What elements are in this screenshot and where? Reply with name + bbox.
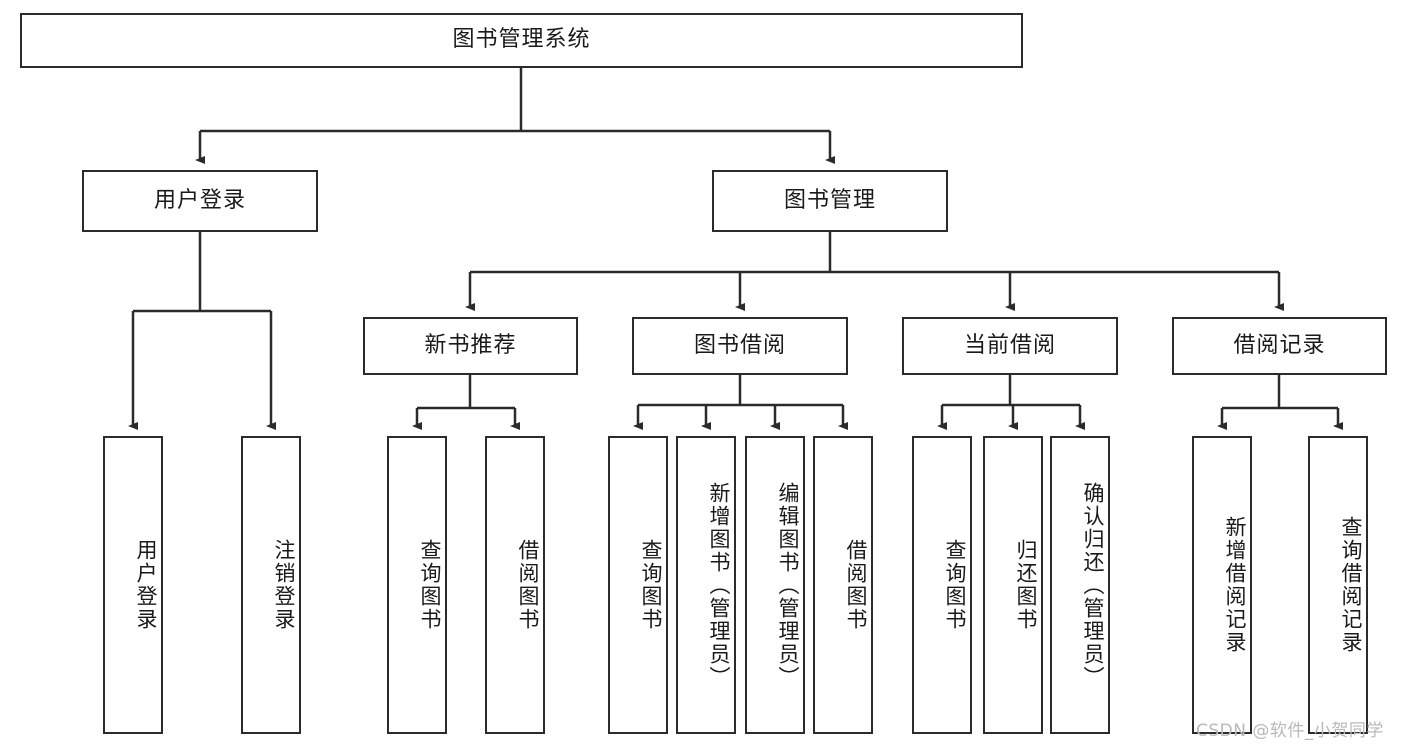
node-leaf-edit-book-label: 编辑图书（管理员） <box>776 481 800 689</box>
node-leaf-user-logout-label: 注销登录 <box>272 539 296 631</box>
node-user-login[interactable]: 用户登录 <box>82 170 318 232</box>
node-book-manage[interactable]: 图书管理 <box>712 170 948 232</box>
node-user-login-label: 用户登录 <box>153 187 246 213</box>
node-leaf-edit-book[interactable]: 编辑图书（管理员） <box>745 436 805 734</box>
node-leaf-return-book-label: 归还图书 <box>1014 539 1038 631</box>
node-leaf-borrow-book-1-label: 借阅图书 <box>516 539 540 631</box>
node-borrow-record-label: 借阅记录 <box>1233 332 1326 358</box>
node-current-borrow[interactable]: 当前借阅 <box>902 317 1118 375</box>
node-book-borrow[interactable]: 图书借阅 <box>632 317 848 375</box>
node-leaf-query-record[interactable]: 查询借阅记录 <box>1308 436 1368 734</box>
node-leaf-query-book-1-label: 查询图书 <box>418 539 442 631</box>
node-new-book-rec[interactable]: 新书推荐 <box>363 317 578 375</box>
node-leaf-confirm-return[interactable]: 确认归还（管理员） <box>1050 436 1110 734</box>
node-leaf-borrow-book-1[interactable]: 借阅图书 <box>485 436 545 734</box>
node-leaf-query-record-label: 查询借阅记录 <box>1339 516 1363 654</box>
node-leaf-user-logout[interactable]: 注销登录 <box>241 436 301 734</box>
node-leaf-query-book-2[interactable]: 查询图书 <box>608 436 668 734</box>
node-new-book-rec-label: 新书推荐 <box>424 332 517 358</box>
node-leaf-query-book-3-label: 查询图书 <box>943 539 967 631</box>
node-leaf-add-book-label: 新增图书（管理员） <box>707 481 731 689</box>
node-leaf-user-login-label: 用户登录 <box>134 539 158 631</box>
watermark: CSDN @软件_小贺同学 <box>1196 721 1384 741</box>
node-leaf-borrow-book-2-label: 借阅图书 <box>844 539 868 631</box>
node-book-manage-label: 图书管理 <box>783 187 876 213</box>
node-root[interactable]: 图书管理系统 <box>20 13 1023 68</box>
node-leaf-query-book-1[interactable]: 查询图书 <box>387 436 447 734</box>
node-leaf-confirm-return-label: 确认归还（管理员） <box>1081 481 1105 689</box>
node-book-borrow-label: 图书借阅 <box>693 332 786 358</box>
node-leaf-query-book-3[interactable]: 查询图书 <box>912 436 972 734</box>
node-leaf-add-book[interactable]: 新增图书（管理员） <box>676 436 736 734</box>
node-current-borrow-label: 当前借阅 <box>963 332 1056 358</box>
node-leaf-add-record-label: 新增借阅记录 <box>1223 516 1247 654</box>
node-root-label: 图书管理系统 <box>452 27 591 53</box>
node-leaf-return-book[interactable]: 归还图书 <box>983 436 1043 734</box>
node-leaf-borrow-book-2[interactable]: 借阅图书 <box>813 436 873 734</box>
node-leaf-query-book-2-label: 查询图书 <box>639 539 663 631</box>
node-leaf-add-record[interactable]: 新增借阅记录 <box>1192 436 1252 734</box>
node-leaf-user-login[interactable]: 用户登录 <box>103 436 163 734</box>
node-borrow-record[interactable]: 借阅记录 <box>1172 317 1387 375</box>
